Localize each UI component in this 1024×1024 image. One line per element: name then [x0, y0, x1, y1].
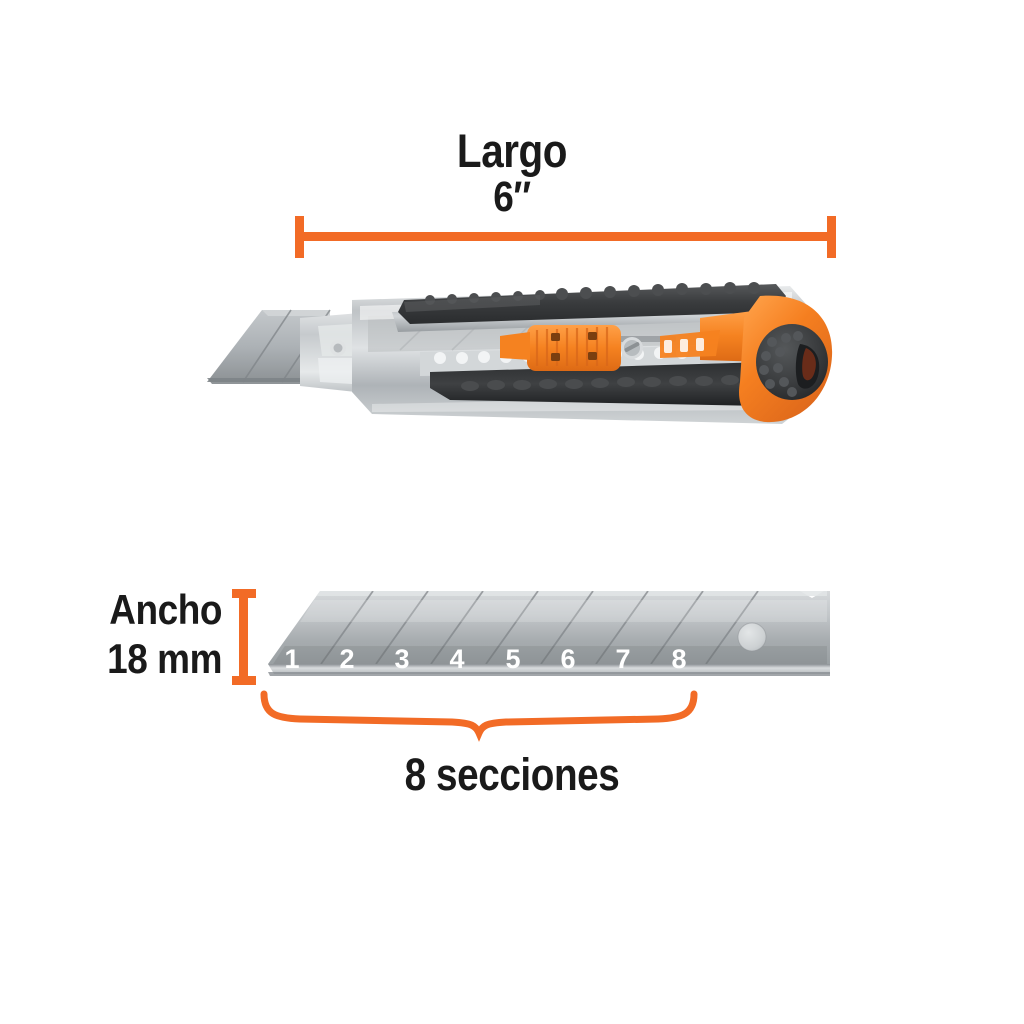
snap-off-blade-illustration: 1 2 3 4 5 6 7 8	[268, 591, 830, 676]
blade-number: 1	[284, 644, 299, 674]
blade-bevel	[268, 664, 830, 674]
blade-number: 8	[671, 644, 686, 674]
blade-hole	[738, 623, 766, 651]
utility-knife-illustration	[207, 282, 833, 424]
blade-number: 7	[615, 644, 630, 674]
sections-caption: 8 secciones	[404, 749, 620, 800]
knife-screw	[621, 337, 643, 359]
sections-brace	[260, 690, 698, 742]
length-dimension-value: 6″	[493, 173, 531, 221]
length-dimension-line	[295, 216, 836, 258]
blade-segment-numbers: 1 2 3 4 5 6 7 8	[284, 644, 686, 674]
knife-bottom-grip-bumps	[461, 375, 739, 391]
blade-number: 2	[339, 644, 354, 674]
blade-number: 6	[560, 644, 575, 674]
knife-slider-button[interactable]	[500, 325, 621, 371]
blade-number: 3	[394, 644, 409, 674]
knife-top-grip	[398, 284, 786, 324]
knife-end-cap-dots	[759, 331, 803, 397]
width-dimension-value: 18 mm	[107, 635, 222, 682]
blade-number: 5	[505, 644, 520, 674]
width-dimension-label: Ancho	[109, 586, 222, 633]
knife-end-cap	[739, 295, 833, 423]
blade-score-lines	[320, 591, 759, 665]
width-dimension-bar	[232, 589, 256, 685]
length-dimension-label: Largo	[456, 124, 568, 177]
blade-number: 4	[449, 644, 464, 674]
